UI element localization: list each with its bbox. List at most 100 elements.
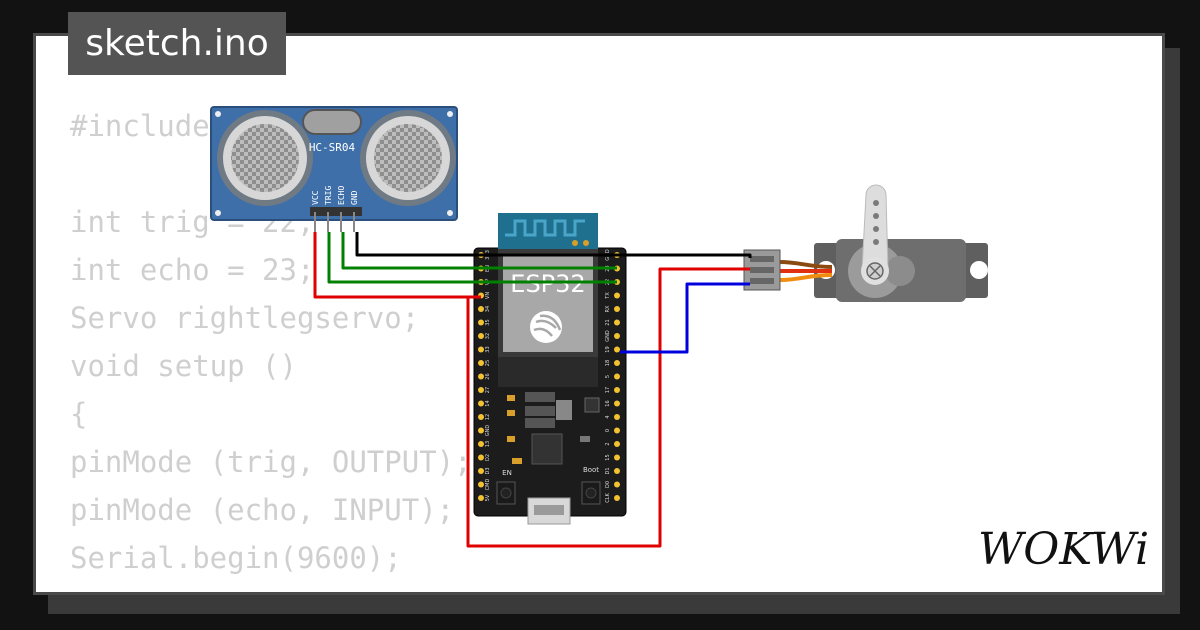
- board-pin-label: D0: [605, 481, 611, 488]
- code-line: void setup (): [70, 349, 297, 383]
- board-pin[interactable]: [478, 414, 484, 420]
- board-pin-label: D1: [605, 467, 611, 474]
- board-pin[interactable]: [614, 333, 620, 339]
- en-label: EN: [502, 469, 512, 477]
- board-pin-label: D3: [485, 467, 491, 474]
- board-pin-label: 19: [605, 346, 611, 352]
- board-pin-label: 35: [485, 319, 491, 325]
- boot-label: Boot: [583, 466, 599, 474]
- board-pin-label: CMD: [485, 479, 491, 491]
- board-pin-label: 13: [485, 441, 491, 447]
- servo-motor[interactable]: [743, 184, 988, 302]
- sensor-label: HC-SR04: [309, 141, 356, 154]
- board-pin[interactable]: [478, 427, 484, 434]
- board-pin-label: 14: [485, 400, 491, 406]
- board-label: ESP32: [510, 270, 585, 298]
- board-pin-label: 32: [485, 333, 491, 339]
- board-pin[interactable]: [614, 481, 620, 488]
- code-line: pinMode (echo, INPUT);: [70, 493, 455, 527]
- sensor-pin-label-trig: TRIG: [324, 186, 333, 205]
- board-pin[interactable]: [614, 387, 620, 393]
- code-line: Serial.begin(9600);: [70, 541, 402, 575]
- board-pin-label: 27: [485, 387, 491, 393]
- code-line: rightlegservo.attach(18);: [70, 582, 507, 592]
- board-pin[interactable]: [614, 441, 620, 447]
- board-pin-label: 17: [605, 387, 611, 393]
- ultrasonic-sensor[interactable]: HC-SR04 VCC TRIG ECHO GND: [210, 106, 458, 232]
- board-components: [507, 392, 600, 465]
- board-pin-label: GND: [485, 425, 491, 437]
- board-pin[interactable]: [614, 468, 620, 474]
- wires: [313, 232, 752, 548]
- board-pin-label: 2: [605, 442, 611, 445]
- code-line: {: [70, 397, 88, 431]
- board-pin[interactable]: [614, 414, 620, 420]
- board-pin[interactable]: [614, 400, 620, 407]
- transducer-right: [360, 110, 456, 206]
- board-pin[interactable]: [478, 495, 484, 501]
- board-pin[interactable]: [478, 481, 484, 488]
- wire-servo-power: [466, 267, 750, 548]
- board-pin[interactable]: [478, 454, 484, 461]
- board-pin-label: RX: [605, 305, 611, 312]
- sensor-pin-label-vcc: VCC: [311, 190, 320, 205]
- code-line: Servo rightlegservo;: [70, 301, 420, 335]
- svg-text:WOKWi: WOKWi: [978, 524, 1149, 575]
- board-pin-label: D2: [485, 454, 491, 461]
- board-pin[interactable]: [478, 373, 484, 380]
- board-pin[interactable]: [478, 441, 484, 447]
- board-pin-label: GND: [605, 330, 611, 342]
- wire-vcc: [313, 232, 481, 299]
- transducer-left: [217, 110, 313, 206]
- boot-button[interactable]: [581, 481, 601, 505]
- board-pin[interactable]: [478, 387, 484, 393]
- wokwi-logo: WOKWi: [978, 524, 1149, 575]
- wire-echo: [341, 232, 617, 270]
- board-pin-label: 5V: [485, 494, 491, 501]
- file-title: sketch.ino: [85, 23, 269, 64]
- board-pin-label: CLK: [605, 493, 611, 503]
- board-pin[interactable]: [478, 400, 484, 407]
- board-pin[interactable]: [478, 319, 484, 326]
- board-pin[interactable]: [614, 373, 620, 380]
- board-pin[interactable]: [478, 468, 484, 474]
- board-pin-label: 4: [605, 415, 611, 418]
- board-pin[interactable]: [478, 360, 484, 366]
- board-pin[interactable]: [478, 306, 484, 312]
- board-pin-label: TX: [605, 292, 611, 300]
- board-pin[interactable]: [614, 346, 620, 353]
- board-pin-label: 12: [485, 414, 491, 420]
- wire-trig: [327, 232, 617, 284]
- board-pin[interactable]: [478, 333, 484, 339]
- sensor-pin-label-gnd: GND: [350, 190, 359, 205]
- board-pin-label: 25: [485, 360, 491, 366]
- board-pin[interactable]: [614, 427, 620, 434]
- wire-servo-signal: [620, 282, 750, 354]
- board-pin-label: 5: [605, 375, 611, 378]
- board-pin[interactable]: [614, 454, 620, 461]
- board-pin[interactable]: [614, 306, 620, 312]
- board-pin[interactable]: [614, 319, 620, 326]
- board-pin-label: 33: [485, 346, 491, 352]
- wire-gnd: [355, 232, 752, 258]
- code-line: pinMode (trig, OUTPUT);: [70, 445, 472, 479]
- board-pin-label: 0: [605, 429, 611, 432]
- board-pin-label: 15: [605, 454, 611, 460]
- board-pin-label: 26: [485, 373, 491, 379]
- board-pin[interactable]: [614, 360, 620, 366]
- file-title-tab[interactable]: sketch.ino: [68, 12, 286, 75]
- sensor-pin-label-echo: ECHO: [337, 186, 346, 205]
- en-button[interactable]: [496, 481, 516, 505]
- board-pin[interactable]: [478, 346, 484, 353]
- board-pin[interactable]: [614, 292, 620, 299]
- board-pin[interactable]: [614, 495, 620, 501]
- sensor-pin-header: [310, 207, 362, 232]
- board-pin-label: 21: [605, 319, 611, 325]
- code-line: int echo = 23;: [70, 253, 315, 287]
- board-pin-label: VN: [485, 292, 491, 299]
- board-pin-label: 34: [485, 306, 491, 312]
- board-pin-label: 16: [605, 400, 611, 406]
- board-pin-label: 18: [605, 360, 611, 366]
